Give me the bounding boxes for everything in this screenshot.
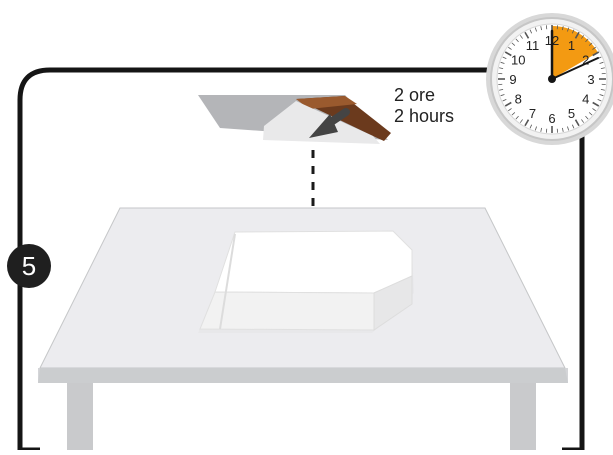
workpiece-box (198, 231, 414, 333)
clock-numeral: 4 (582, 92, 589, 107)
duration-english-label: 2 hours (394, 106, 454, 127)
clock-numeral: 5 (568, 106, 575, 121)
box-top (215, 231, 412, 293)
box-front (200, 292, 374, 330)
duration-italian-label: 2 ore (394, 85, 454, 106)
clock-numeral: 10 (511, 53, 525, 68)
clock-numeral: 8 (515, 92, 522, 107)
table-edge-shade (38, 368, 568, 383)
step-number-badge: 5 (7, 244, 51, 288)
clock-numeral: 1 (568, 38, 575, 53)
clock-center-pin (548, 75, 556, 83)
clock-numeral: 9 (509, 72, 516, 87)
clock-numeral: 7 (529, 106, 536, 121)
left-table-leg (67, 383, 93, 450)
clock-numeral: 6 (548, 111, 555, 126)
right-table-leg (510, 383, 536, 450)
pressing-detail (198, 95, 391, 144)
clock-numeral: 11 (526, 38, 540, 53)
clock-numeral: 3 (587, 72, 594, 87)
clock-icon: 121234567891011 (486, 13, 613, 145)
duration-label: 2 ore 2 hours (394, 85, 454, 127)
